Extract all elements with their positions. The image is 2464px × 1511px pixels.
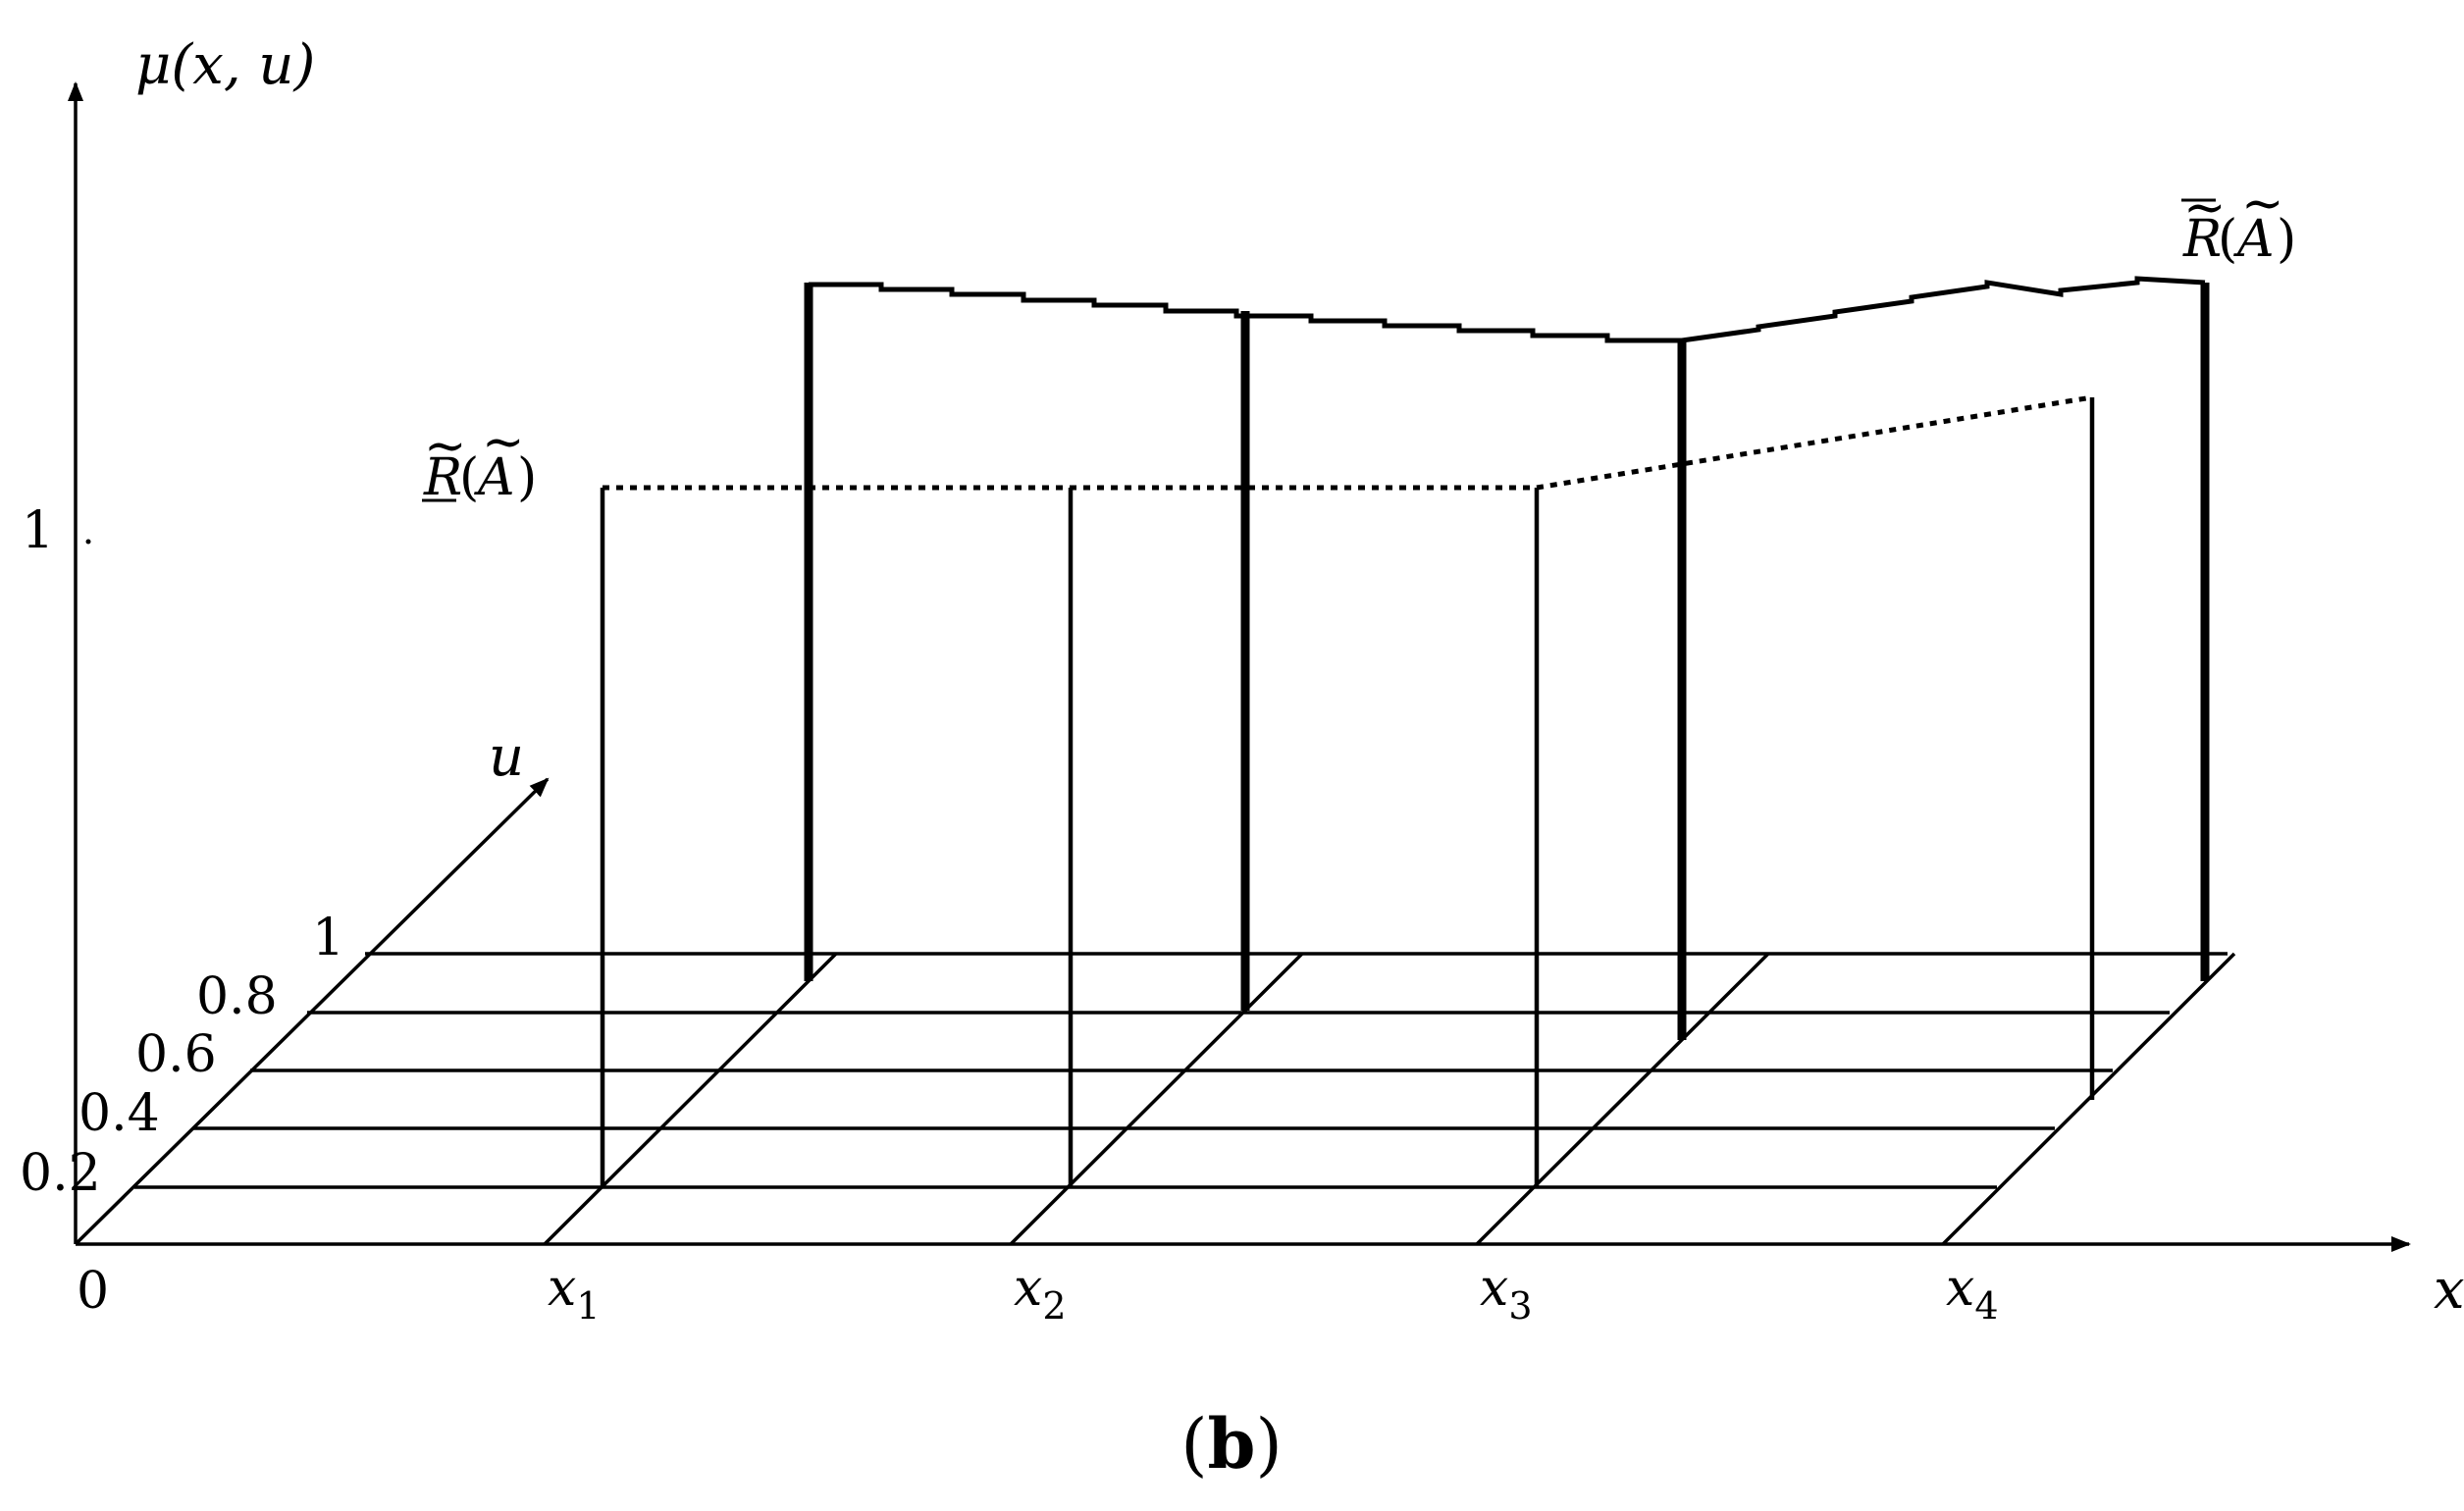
svg-text:~: ~ [2241, 175, 2284, 234]
svg-text:~: ~ [424, 417, 467, 476]
grid-diagonal-x2 [1009, 952, 1304, 1246]
u-tick-0.6: 0.6 [135, 1025, 217, 1084]
x-tick-x4: x4 [1946, 1259, 1999, 1328]
grid-diagonal-x3 [1475, 952, 1770, 1246]
svg-text:): ) [2277, 210, 2296, 269]
svg-text:~: ~ [2183, 179, 2227, 237]
axes [68, 81, 2411, 1252]
u-axis [74, 777, 550, 1246]
svg-text:): ) [517, 448, 537, 507]
upper-stepped-top [809, 276, 2206, 343]
u-tick-0.8: 0.8 [196, 967, 278, 1026]
x-tick-x1: x1 [548, 1259, 601, 1328]
u-tick-1: 1 [312, 909, 344, 967]
u-axis-label: u [489, 725, 524, 789]
svg-text:A: A [474, 448, 515, 507]
y-tick-1-mark [85, 539, 91, 545]
lower-dotted-top [603, 394, 2093, 491]
figure-caption: (b) [1180, 1403, 1283, 1485]
x-axis-label: x [2434, 1258, 2464, 1322]
upper-approximation [804, 276, 2210, 1040]
svg-text:A: A [2233, 210, 2275, 269]
x-tick-x2: x2 [1014, 1259, 1067, 1328]
svg-text:(: ( [459, 448, 479, 507]
u-tick-labels: 0.2 0.4 0.6 0.8 1 [20, 909, 344, 1203]
base-grid [134, 952, 2236, 1246]
grid-diagonal-x4 [1941, 952, 2236, 1246]
svg-text:~: ~ [482, 413, 525, 472]
grid-diagonal-x1 [543, 952, 838, 1246]
u-tick-0.4: 0.4 [79, 1084, 160, 1143]
lower-approximation [600, 394, 2095, 1187]
svg-text:R: R [423, 448, 462, 507]
x-tick-x3: x3 [1480, 1259, 1533, 1328]
y-tick-1: 1 [22, 501, 54, 560]
svg-text:(: ( [2218, 210, 2237, 269]
origin-label: 0 [77, 1262, 109, 1321]
x-tick-labels: x1 x2 x3 x4 [548, 1259, 1999, 1328]
lower-approximation-label: R ~ ( A ~ ) [422, 413, 537, 507]
y-axis-label: μ(x, u) [135, 33, 315, 97]
upper-approximation-label: R ~ ( A ~ ) [2181, 175, 2296, 269]
svg-text:R: R [2182, 210, 2222, 269]
u-tick-0.2: 0.2 [20, 1144, 101, 1203]
